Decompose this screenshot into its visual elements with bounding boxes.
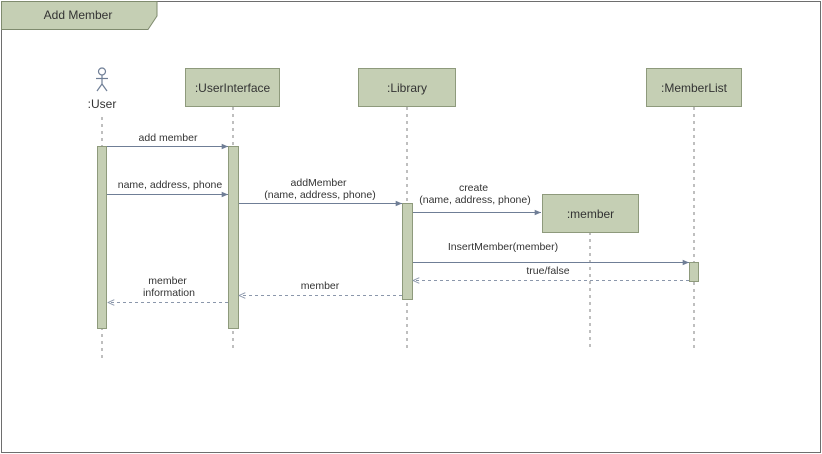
message-label: create (name, address, phone) <box>419 182 530 206</box>
activation-userinterface <box>228 146 239 329</box>
stick-figure-icon <box>96 67 108 92</box>
message-member-information-return[interactable]: member information <box>108 275 228 303</box>
message-add-member[interactable]: add member <box>107 132 228 150</box>
activation-library <box>402 203 413 300</box>
participant-label: :UserInterface <box>195 81 271 95</box>
participant-label: :Library <box>387 81 427 95</box>
message-true-false-return[interactable]: true/false <box>413 265 689 281</box>
message-label: add member <box>139 132 198 144</box>
message-label: true/false <box>526 265 569 277</box>
actor-user[interactable]: :User <box>88 67 117 111</box>
participant-memberlist[interactable]: :MemberList <box>646 68 742 107</box>
message-label: addMember (name, address, phone) <box>264 177 375 201</box>
message-insertmember[interactable]: InsertMember(member) <box>413 241 689 266</box>
participant-label: :member <box>567 207 614 221</box>
participant-label: :MemberList <box>661 81 728 95</box>
participant-userinterface[interactable]: :UserInterface <box>185 68 280 107</box>
frame-title-tab[interactable]: Add Member <box>1 1 158 30</box>
activation-user <box>97 146 107 329</box>
message-label: member information <box>143 275 195 299</box>
message-name-address-phone[interactable]: name, address, phone <box>107 179 228 198</box>
message-create[interactable]: create (name, address, phone) <box>413 182 541 216</box>
message-member-return[interactable]: member <box>239 280 402 296</box>
message-label: name, address, phone <box>118 179 223 191</box>
participant-member[interactable]: :member <box>542 194 639 233</box>
message-label: member <box>301 280 340 292</box>
frame-title: Add Member <box>44 8 113 22</box>
message-label: InsertMember(member) <box>448 241 558 253</box>
actor-label: :User <box>88 97 117 111</box>
activation-memberlist <box>689 262 699 282</box>
message-addmember[interactable]: addMember (name, address, phone) <box>239 177 402 207</box>
participant-library[interactable]: :Library <box>358 68 456 107</box>
